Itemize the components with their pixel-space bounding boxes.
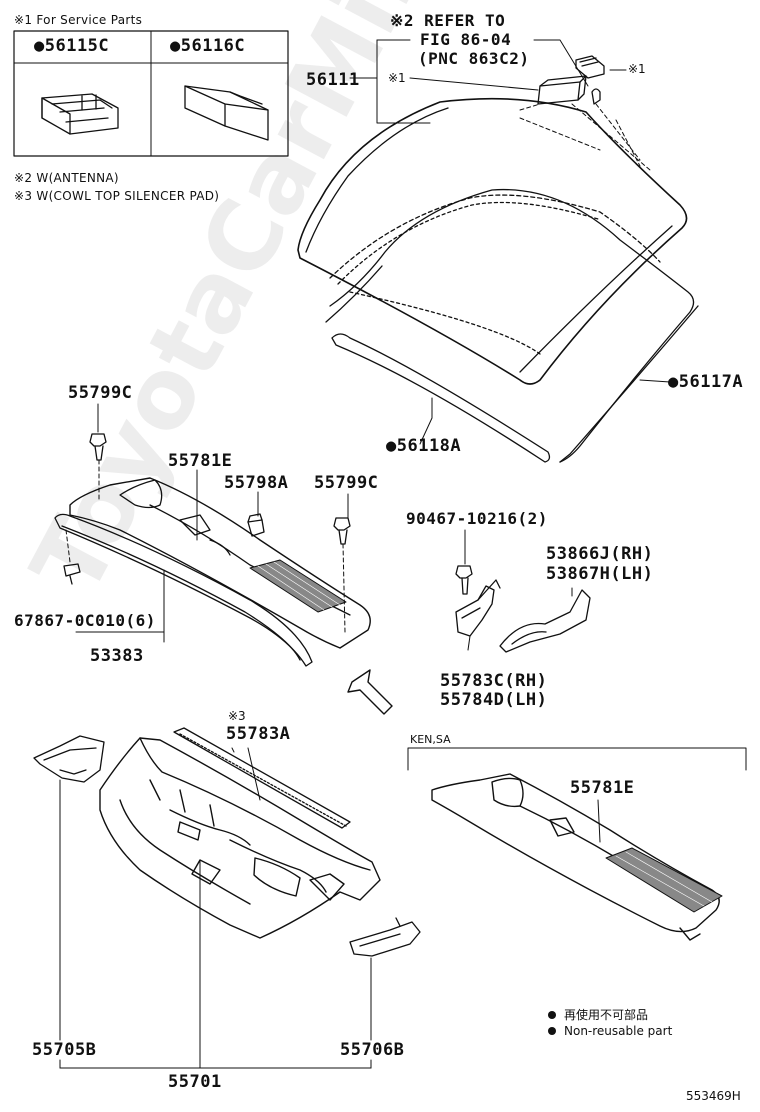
bracket-55706b-drawing bbox=[349, 917, 421, 957]
antenna-clip-drawing bbox=[575, 55, 605, 105]
part-55781e-variant[interactable]: 55781E bbox=[570, 778, 635, 798]
legend-dot-icon bbox=[548, 1027, 556, 1035]
part-55799c-left[interactable]: 55799C bbox=[68, 383, 133, 403]
part-55799c-right[interactable]: 55799C bbox=[314, 473, 379, 493]
part-90467[interactable]: 90467-10216(2) bbox=[406, 509, 548, 528]
cowl-top-panel-55701-drawing bbox=[99, 737, 381, 939]
part-53383[interactable]: 53383 bbox=[90, 646, 144, 666]
clip-56115c-drawing bbox=[41, 93, 119, 135]
cowl-panel-leader-lines bbox=[59, 747, 372, 1069]
note-antenna: ※2 W(ANTENNA) bbox=[14, 171, 119, 185]
part-53867h[interactable]: 53867H(LH) bbox=[546, 564, 654, 584]
part-55781e[interactable]: 55781E bbox=[168, 451, 233, 471]
cowl-louver-variant-drawing bbox=[431, 773, 723, 941]
part-55783c[interactable]: 55783C(RH) bbox=[440, 671, 548, 691]
cowl-leader-lines bbox=[75, 403, 349, 643]
part-67867[interactable]: 67867-0C010(6) bbox=[14, 611, 156, 630]
weatherstrip-56117a-drawing bbox=[325, 188, 699, 463]
part-55783a[interactable]: 55783A bbox=[226, 724, 291, 744]
clip-55799c-left-drawing bbox=[89, 433, 107, 501]
legend-en-text: Non-reusable part bbox=[564, 1024, 673, 1038]
note-service-parts: ※1 For Service Parts bbox=[14, 13, 143, 27]
clip-55799c-right-drawing bbox=[333, 517, 351, 633]
legend-dot-icon bbox=[548, 1010, 556, 1019]
legend-jp: 再使用不可部品 bbox=[548, 1006, 648, 1023]
part-56111[interactable]: 56111 bbox=[306, 70, 360, 90]
part-55798a[interactable]: 55798A bbox=[224, 473, 289, 493]
mark-silencer-3: ※3 bbox=[228, 709, 246, 723]
upper-leader-lines bbox=[349, 39, 671, 445]
part-55706b[interactable]: 55706B bbox=[340, 1040, 405, 1060]
clip-55798a-drawing bbox=[247, 513, 265, 537]
stopper-part-drawing bbox=[537, 75, 587, 105]
service-parts-box bbox=[13, 30, 289, 157]
silencer-pad-55783a-drawing bbox=[173, 727, 351, 829]
cowl-top-ventilator-louver-drawing bbox=[69, 477, 371, 649]
seal-56118a-drawing bbox=[331, 333, 551, 463]
part-55784d[interactable]: 55784D(LH) bbox=[440, 690, 548, 710]
legend-jp-text: 再使用不可部品 bbox=[564, 1008, 649, 1022]
note-silencer-pad: ※3 W(COWL TOP SILENCER PAD) bbox=[14, 189, 220, 203]
variant-label: KEN,SA bbox=[410, 733, 451, 746]
part-55701[interactable]: 55701 bbox=[168, 1072, 222, 1092]
mark-service-1: ※1 bbox=[388, 71, 406, 85]
refer-line-2[interactable]: FIG 86-04 bbox=[420, 30, 512, 49]
panel-53866j-drawing bbox=[499, 587, 591, 653]
part-56115c[interactable]: ●56115C bbox=[34, 36, 110, 56]
bracket-55705b-drawing bbox=[33, 735, 105, 783]
refer-line-1: ※2 REFER TO bbox=[390, 11, 506, 30]
hood-seal-53383-drawing bbox=[54, 513, 313, 667]
windshield-glass-drawing bbox=[297, 97, 688, 385]
part-56118a[interactable]: ●56118A bbox=[386, 436, 462, 456]
pad-56116c-drawing bbox=[184, 85, 269, 141]
direction-arrow-icon bbox=[347, 669, 393, 715]
part-53866j[interactable]: 53866J(RH) bbox=[546, 544, 654, 564]
figure-id: 553469H bbox=[686, 1089, 741, 1103]
mark-service-2: ※1 bbox=[628, 62, 646, 76]
part-56117a[interactable]: ●56117A bbox=[668, 372, 744, 392]
part-56116c[interactable]: ●56116C bbox=[170, 36, 246, 56]
refer-line-3: (PNC 863C2) bbox=[418, 49, 530, 68]
bracket-55783c-drawing bbox=[455, 579, 501, 651]
legend-en: Non-reusable part bbox=[548, 1024, 672, 1038]
bolt-90467-drawing bbox=[455, 529, 473, 595]
variant-bracket-frame bbox=[407, 747, 747, 771]
part-55705b[interactable]: 55705B bbox=[32, 1040, 97, 1060]
clip-67867-drawing bbox=[63, 529, 81, 585]
